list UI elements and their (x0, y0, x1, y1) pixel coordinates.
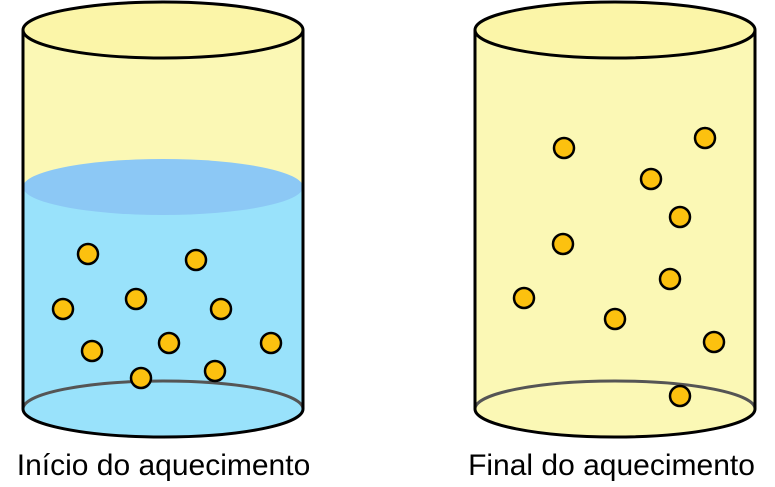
container-start-of-heating (21, 0, 305, 439)
particle (80, 339, 104, 363)
particle (512, 286, 536, 310)
particle (203, 359, 227, 383)
particles-end (512, 126, 726, 408)
particle (693, 126, 717, 150)
liquid-surface (23, 159, 303, 215)
particle (668, 384, 692, 408)
container-bottom-rim (21, 379, 305, 410)
caption-end-of-heating: Final do aquecimento (468, 449, 755, 482)
particle (259, 331, 283, 355)
container-bottom-edge (473, 408, 757, 439)
particle (603, 307, 627, 331)
particle (51, 297, 75, 321)
particle (658, 267, 682, 291)
container-top-opening (473, 0, 757, 60)
particle (129, 366, 153, 390)
container-body (475, 30, 755, 437)
particle (552, 136, 576, 160)
particle (702, 330, 726, 354)
particle (184, 248, 208, 272)
particle (639, 167, 663, 191)
container-bottom-edge (21, 408, 305, 439)
particles-start (51, 242, 283, 390)
container-end-of-heating (473, 0, 757, 439)
container-top-opening (21, 0, 305, 60)
particle (551, 232, 575, 256)
particle (209, 297, 233, 321)
particle (668, 205, 692, 229)
caption-start-of-heating: Início do aquecimento (16, 449, 311, 482)
particle (157, 331, 181, 355)
particle (76, 242, 100, 266)
particle (124, 287, 148, 311)
container-bottom-rim (473, 379, 757, 410)
